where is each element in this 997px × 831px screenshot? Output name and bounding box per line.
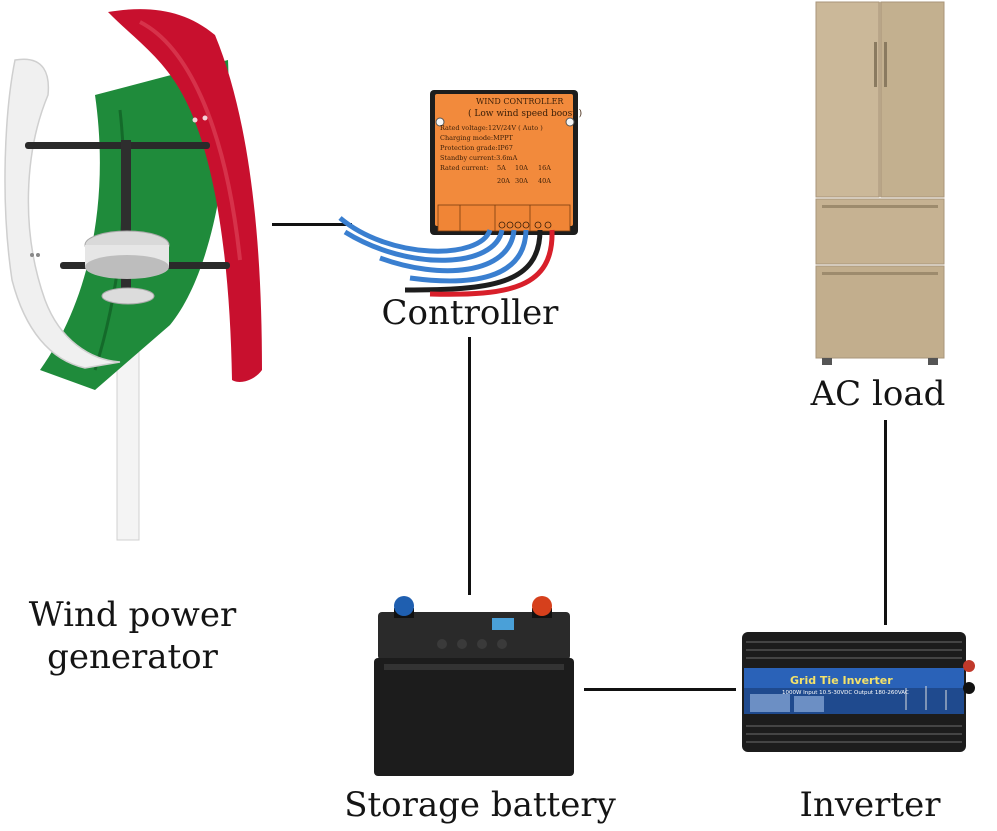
controller-current-option-30a: 30A <box>515 177 528 185</box>
controller-icon <box>338 90 578 297</box>
controller-current-option-40a: 40A <box>538 177 551 185</box>
controller-panel-title: WIND CONTROLLER <box>476 97 564 106</box>
wire-battery-to-inverter <box>584 688 736 691</box>
controller-spec-mode: Charging mode:MPPT <box>440 134 513 142</box>
wire-controller-to-battery <box>468 337 471 595</box>
wind-turbine-icon <box>4 9 262 541</box>
controller-current-option-20a: 20A <box>497 177 510 185</box>
battery-icon <box>374 596 574 776</box>
inverter-icon <box>742 632 975 752</box>
inverter-panel-title: Grid Tie Inverter <box>790 674 893 687</box>
controller-current-option-5a: 5A <box>497 164 506 172</box>
wind-generator-label-line1: Wind power <box>28 595 237 635</box>
ac-load-label: AC load <box>810 374 946 414</box>
controller-current-option-16a: 16A <box>538 164 551 172</box>
controller-current-option-10a: 10A <box>515 164 528 172</box>
controller-spec-protection: Protection grade:IP67 <box>440 144 513 152</box>
controller-spec-current: Rated current: <box>440 164 489 172</box>
controller-spec-voltage: Rated voltage:12V/24V ( Auto ) <box>440 124 543 132</box>
wire-generator-to-controller <box>272 223 352 226</box>
wire-inverter-to-ac-load <box>884 420 887 625</box>
inverter-panel-spec: 1000W Input 10.5-30VDC Output 180-260VAC <box>782 690 909 696</box>
inverter-label: Inverter <box>799 785 941 825</box>
controller-spec-standby: Standby current:3.6mA <box>440 154 518 162</box>
wind-generator-label-line2: generator <box>47 637 218 677</box>
storage-battery-label: Storage battery <box>344 785 616 825</box>
refrigerator-icon <box>815 1 945 365</box>
controller-label: Controller <box>381 293 559 333</box>
controller-panel-subtitle: ( Low wind speed boost ) <box>468 109 583 119</box>
